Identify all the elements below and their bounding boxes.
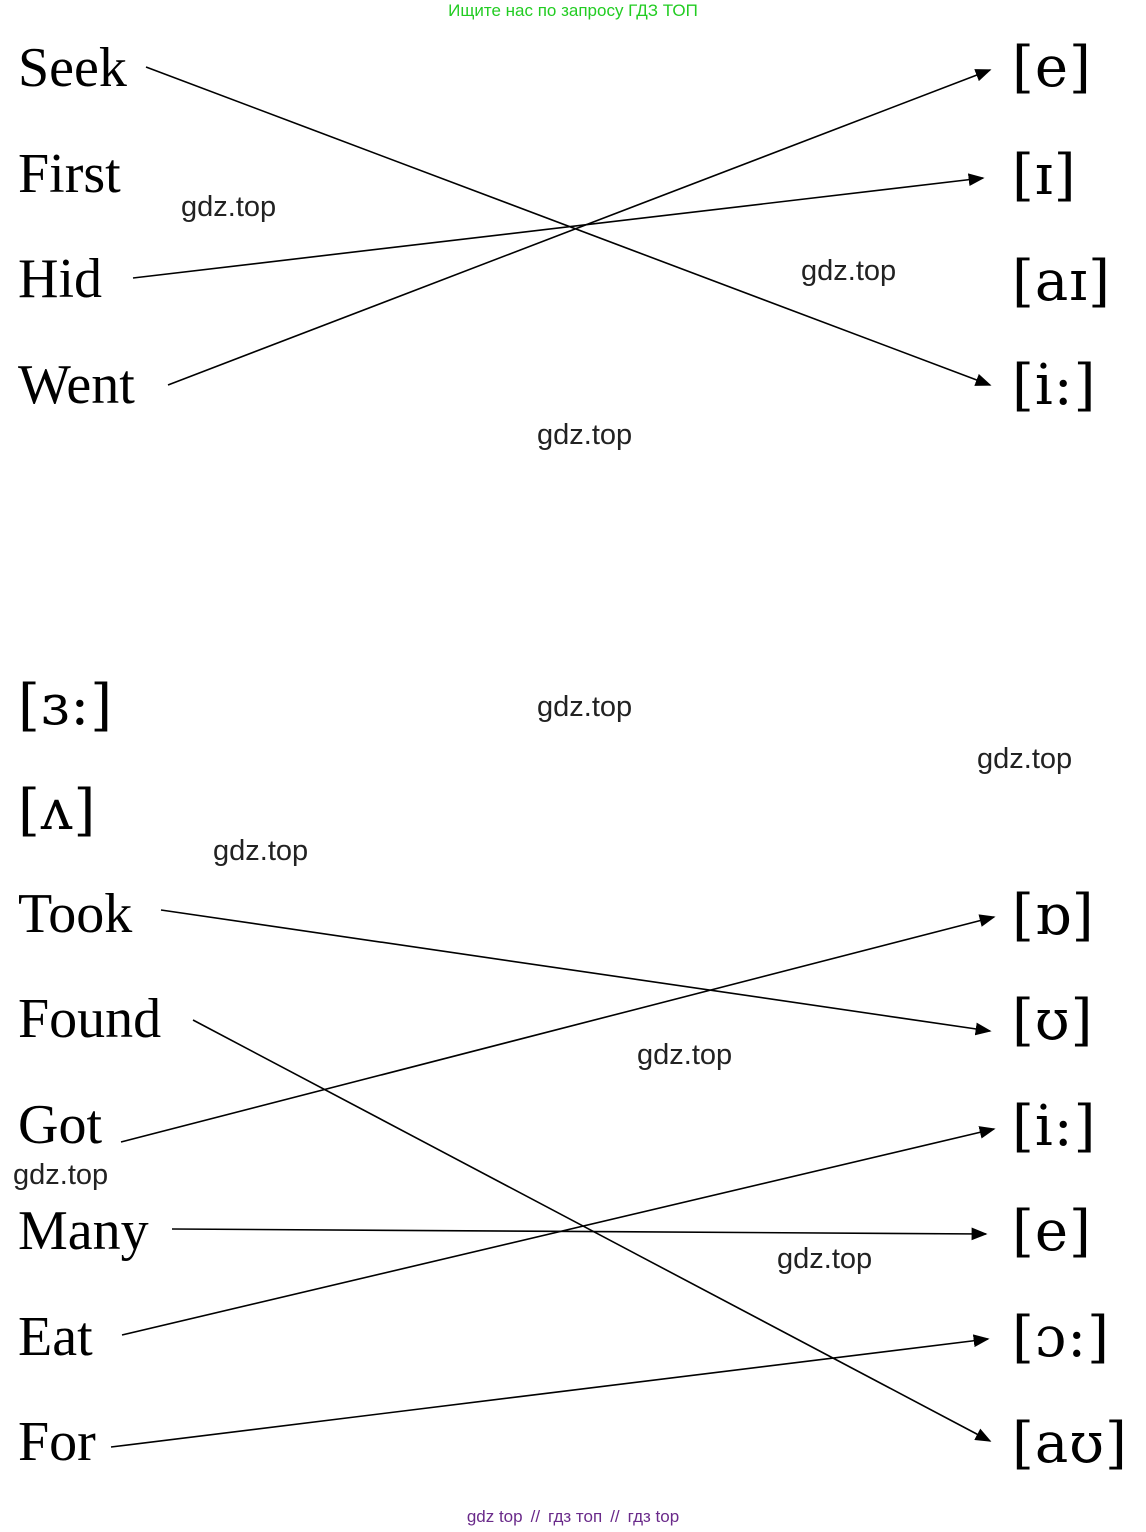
word-eat: Eat [18, 1306, 93, 1368]
watermark: gdz.top [977, 743, 1073, 775]
sound-ai-top: [aɪ] [1012, 249, 1111, 314]
watermark: gdz.top [537, 419, 633, 451]
word-got: Got [18, 1094, 102, 1156]
word-seek: Seek [18, 37, 127, 99]
word-hid: Hid [18, 248, 102, 310]
footer-part: гдз top [627, 1507, 680, 1526]
sound-e-bottom: [e] [1012, 1199, 1092, 1264]
sound-u-short: [ʊ] [1012, 988, 1094, 1053]
word-took: Took [18, 883, 133, 945]
arrow-went-to-e [167, 69, 992, 386]
sound-short-i-top: [ɪ] [1012, 143, 1077, 208]
watermark: gdz.top [181, 191, 277, 223]
sound-e-top: [e] [1012, 35, 1092, 100]
watermark: gdz.top [537, 691, 633, 723]
arrow-eat-to-long-i [121, 1126, 996, 1336]
sound-er-left: [ɜ:] [18, 673, 114, 738]
sound-au: [aʊ] [1012, 1411, 1128, 1476]
watermark: gdz.top [13, 1159, 109, 1191]
footer-part: gdz top [466, 1507, 523, 1526]
arrow-seek-to-long-i [145, 66, 992, 386]
word-many: Many [18, 1200, 149, 1262]
arrow-got-to-o-short [120, 914, 996, 1143]
arrow-many-to-e [171, 1227, 988, 1241]
footer-separator: // [610, 1507, 620, 1526]
sound-long-i-top: [i:] [1012, 353, 1097, 418]
arrow-found-to-au [192, 1019, 992, 1442]
word-went: Went [18, 354, 135, 416]
word-for: For [18, 1411, 96, 1473]
sound-uh-left: [ʌ] [18, 778, 97, 843]
sound-aw-long: [ɔ:] [1012, 1305, 1110, 1370]
word-found: Found [18, 988, 162, 1050]
sound-long-i-bottom: [i:] [1012, 1094, 1097, 1159]
arrow-hid-to-short-i [132, 173, 985, 279]
arrow-for-to-aw-long [110, 1334, 990, 1448]
header-banner: Ищите нас по запросу ГДЗ ТОП [448, 1, 698, 20]
footer-part: гдз топ [548, 1507, 603, 1526]
arrow-took-to-u-short [160, 909, 992, 1036]
watermark: gdz.top [801, 255, 897, 287]
word-first: First [18, 143, 121, 205]
watermark: gdz.top [777, 1243, 873, 1275]
footer-banner: gdz top // гдз топ // гдз top [0, 1506, 1146, 1528]
watermark: gdz.top [213, 835, 309, 867]
footer-separator: // [530, 1507, 541, 1526]
sound-o-short: [ɒ] [1012, 883, 1095, 948]
watermark: gdz.top [637, 1039, 733, 1071]
